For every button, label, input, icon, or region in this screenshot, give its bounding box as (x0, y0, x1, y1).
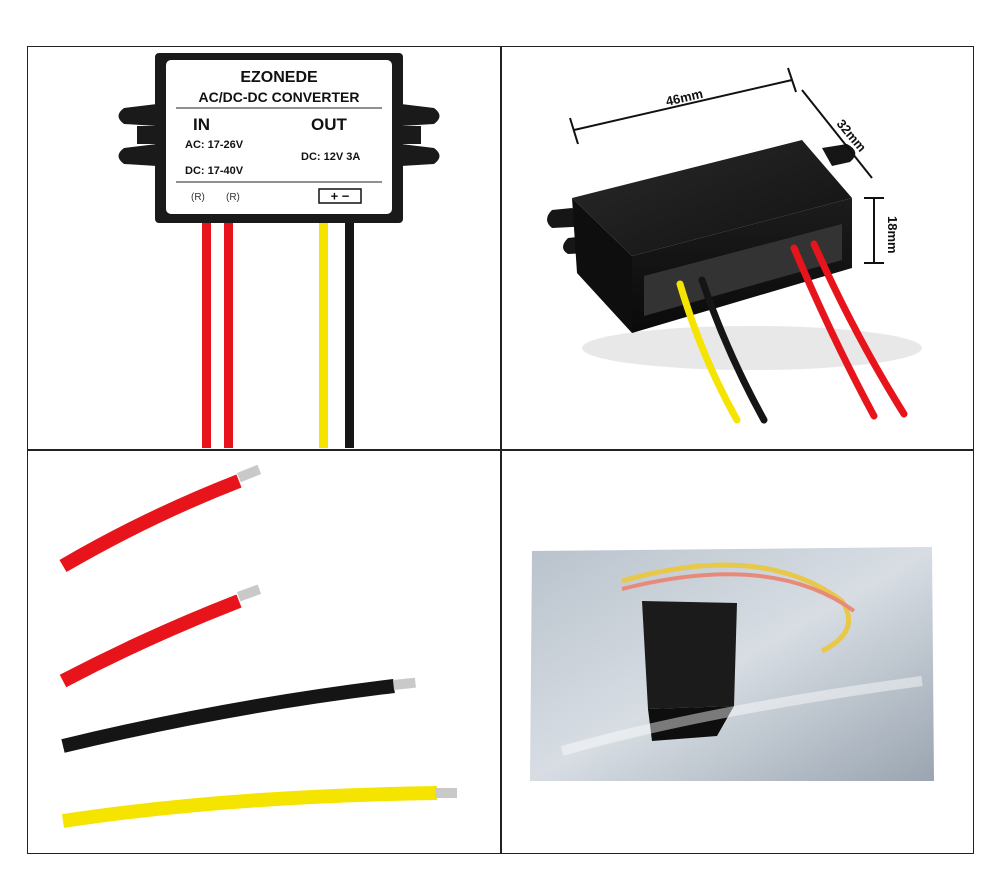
yellow-wire-tip (435, 788, 457, 798)
red-wire-1 (790, 244, 878, 420)
mount-ear-left-bridge (137, 126, 159, 144)
bag-glare (560, 676, 923, 756)
ac-input-range: AC: 17-26V (185, 139, 244, 151)
product-name: AC/DC-DC CONVERTER (199, 89, 360, 105)
polarity-marks: + − (331, 189, 350, 204)
width-dimension-line (801, 89, 873, 179)
bagged-yellow-wire (621, 562, 852, 654)
yellow-wire (676, 280, 741, 424)
case-side-face (572, 198, 632, 333)
polarity-box (318, 188, 362, 204)
mount-ear-back (822, 144, 856, 166)
black-wire (698, 276, 768, 424)
length-dimension-line (573, 79, 793, 131)
case-top-face (572, 140, 852, 256)
mount-ear-right-bottom (401, 144, 440, 166)
black-wire (345, 218, 354, 448)
mount-ear-left-top (118, 104, 157, 126)
red-wire-2 (224, 218, 233, 448)
brand-name: EZONEDE (240, 69, 318, 86)
dc-output-rating: DC: 12V 3A (301, 151, 360, 163)
bagged-red-wire (621, 572, 856, 613)
panel-front-label-view: EZONEDE AC/DC-DC CONVERTER IN OUT AC: 17… (29, 48, 499, 448)
product-label (166, 60, 392, 214)
panel-packaging-view (502, 451, 972, 852)
black-wire-end (61, 679, 395, 753)
red-wire-tip-2 (237, 584, 262, 602)
grid-divider-horizontal (27, 449, 974, 451)
red-wire-tip-1 (236, 464, 262, 483)
red-wire-1 (202, 218, 211, 448)
height-label: 18mm (885, 216, 900, 254)
panel-dimension-view: 46mm 32mm 18mm (502, 48, 972, 448)
dc-input-range: DC: 17-40V (185, 165, 244, 177)
converter-dimension-illustration: 46mm 32mm 18mm (547, 67, 922, 424)
wire-mark-1: (R) (191, 192, 205, 203)
length-tick-right (787, 67, 797, 93)
yellow-wire (319, 218, 328, 448)
converter-front-illustration: EZONEDE AC/DC-DC CONVERTER IN OUT AC: 17… (118, 53, 440, 448)
yellow-wire-end (61, 786, 438, 828)
output-heading: OUT (311, 115, 348, 134)
bagged-converter-side (648, 706, 734, 741)
wire-mark-2: (R) (226, 192, 240, 203)
red-wire-end-1 (59, 474, 242, 573)
bagged-converter (642, 601, 737, 709)
length-tick-left (569, 117, 579, 145)
packaging-illustration (530, 547, 934, 781)
input-heading: IN (193, 115, 210, 134)
red-wire-end-2 (59, 594, 242, 688)
mount-ear-right-top (401, 104, 440, 126)
panel-wire-ends-view (29, 451, 499, 852)
mount-ear-left-bottom (118, 144, 157, 166)
red-wire-2 (810, 240, 908, 418)
mount-ear-right-bridge (399, 126, 421, 144)
wire-ends-illustration (59, 464, 457, 828)
black-wire-tip (393, 677, 416, 690)
